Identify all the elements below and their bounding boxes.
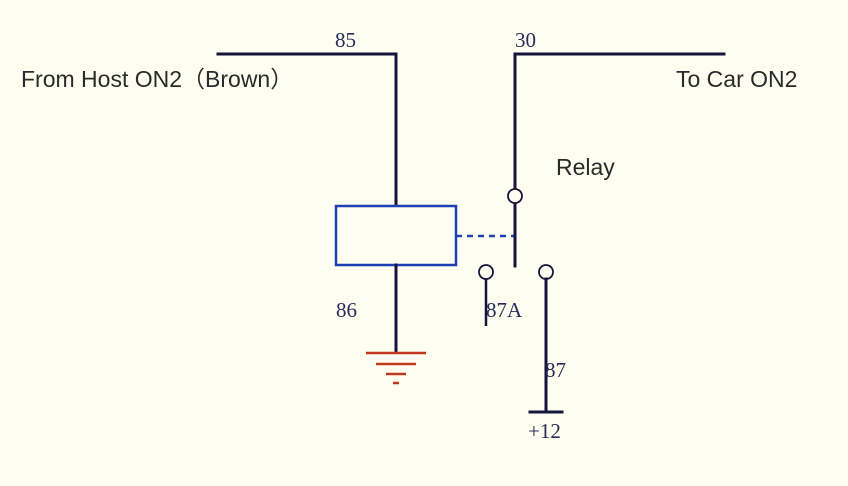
from-host-label: From Host ON2（Brown）	[21, 66, 293, 92]
wire-85	[216, 52, 398, 208]
ground-icon	[366, 351, 426, 385]
pin-87-label: 87	[545, 358, 566, 382]
pin-85-label: 85	[335, 28, 356, 52]
relay-label: Relay	[556, 154, 615, 180]
contact-87	[538, 264, 554, 280]
wire-30	[513, 52, 726, 190]
pin-87a-label: 87A	[486, 298, 523, 322]
relay-coil	[334, 204, 458, 267]
to-car-label: To Car ON2	[676, 66, 797, 92]
contact-87a	[478, 264, 494, 280]
common-contact	[507, 188, 523, 204]
pin-30-label: 30	[515, 28, 536, 52]
pin-86-label: 86	[336, 298, 357, 322]
supply-label: +12	[528, 419, 561, 443]
